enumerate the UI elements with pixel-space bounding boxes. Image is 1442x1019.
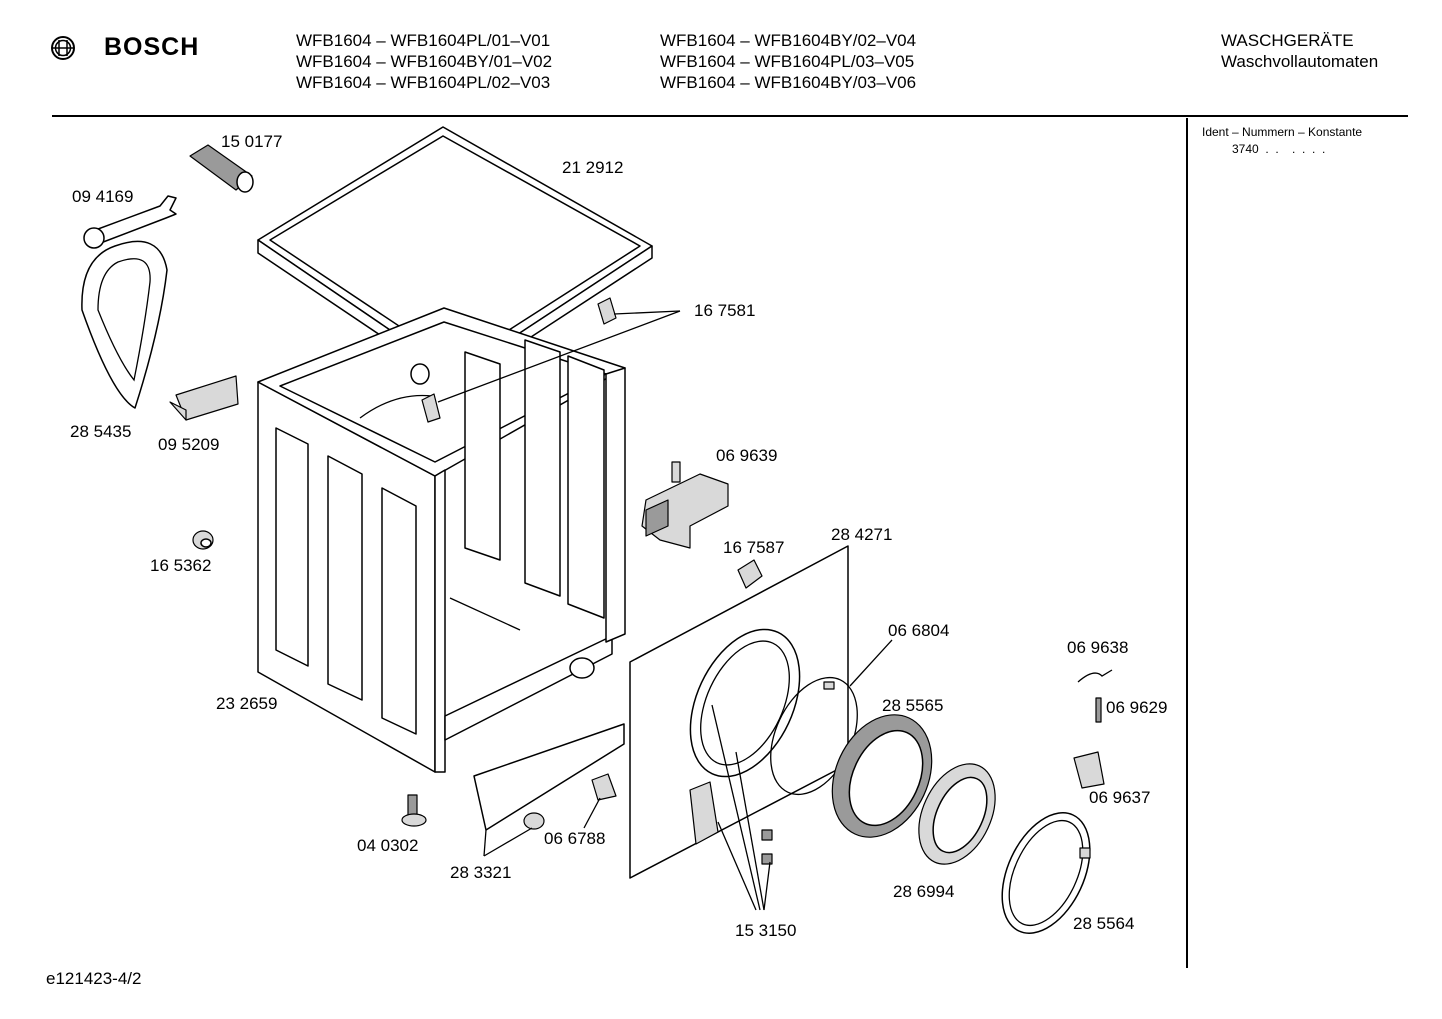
model-line: WFB1604 – WFB1604BY/02–V04: [660, 31, 917, 50]
part-label: 06 9637: [1089, 788, 1151, 807]
drain-pump-part: [523, 773, 617, 830]
leader-line: [735, 751, 765, 911]
part-label: 06 6788: [544, 829, 606, 848]
bosch-logo: [48, 33, 78, 68]
part-label: 28 5435: [70, 422, 132, 441]
front-panel-part: [629, 545, 849, 879]
category-title: WASCHGERÄTE: [1221, 31, 1354, 50]
model-line: WFB1604 – WFB1604PL/01–V01: [296, 31, 551, 50]
category-subtitle: Waschvollautomaten: [1221, 52, 1379, 71]
locking-clip-part: [410, 297, 617, 423]
leader-line: [717, 821, 757, 911]
leader-line: [437, 310, 681, 403]
part-label: 28 6994: [893, 882, 955, 901]
leader-line: [613, 310, 681, 315]
part-label: 04 0302: [357, 836, 419, 855]
model-line: WFB1604 – WFB1604BY/03–V06: [660, 73, 917, 92]
bosch-armature-icon: [51, 36, 75, 60]
part-label: 06 9639: [716, 446, 778, 465]
part-label: 06 6804: [888, 621, 950, 640]
door-lock-part: [641, 461, 729, 549]
part-label: 06 9638: [1067, 638, 1129, 657]
leader-line: [483, 829, 487, 857]
brand-name: BOSCH: [104, 33, 200, 61]
hose-connector-part: [189, 144, 254, 193]
part-label: 06 9629: [1106, 698, 1168, 717]
part-label: 16 7581: [694, 301, 756, 320]
outer-door-ring-part: [1001, 812, 1091, 934]
leader-line: [483, 827, 533, 857]
model-line: WFB1604 – WFB1604BY/01–V02: [296, 52, 553, 71]
part-label: 21 2912: [562, 158, 624, 177]
door-ring-part: [831, 714, 933, 838]
part-label: 15 0177: [221, 132, 283, 151]
front-clip-part: [737, 559, 763, 589]
part-label: 28 3321: [450, 863, 512, 882]
model-list-right: WFB1604 – WFB1604BY/02–V04 WFB1604 – WFB…: [660, 30, 916, 93]
part-label: 28 4271: [831, 525, 893, 544]
leader-line: [711, 704, 761, 911]
drain-holder-part: [81, 240, 168, 409]
spring-part: [1077, 669, 1113, 683]
part-label: 16 5362: [150, 556, 212, 575]
leader-line: [583, 797, 601, 829]
part-label: 15 3150: [735, 921, 797, 940]
part-label: 28 5565: [882, 696, 944, 715]
leader-line: [849, 639, 893, 687]
model-list-left: WFB1604 – WFB1604PL/01–V01 WFB1604 – WFB…: [296, 30, 552, 93]
adjustable-foot-part: [401, 794, 427, 827]
leader-line: [763, 861, 771, 911]
part-label: 16 7587: [723, 538, 785, 557]
ident-title: Ident – Nummern – Konstante: [1202, 125, 1363, 139]
cabinet-part: [257, 307, 626, 773]
pin-part: [1095, 697, 1102, 723]
model-line: WFB1604 – WFB1604PL/02–V03: [296, 73, 551, 92]
part-label: 23 2659: [216, 694, 278, 713]
plinth-part: [473, 723, 625, 831]
part-label: 28 5564: [1073, 914, 1135, 933]
part-label: 09 4169: [72, 187, 134, 206]
document-id: e121423-4/2: [46, 969, 142, 988]
door-handle-part: [1073, 751, 1105, 789]
ident-value: 3740 . . . . . .: [1232, 142, 1326, 156]
door-glass-part: [918, 763, 996, 865]
model-line: WFB1604 – WFB1604PL/03–V05: [660, 52, 915, 71]
wrench-part: [83, 195, 177, 249]
hose-clip-part: [169, 375, 239, 421]
bushing-part: [192, 530, 214, 550]
category-block: WASCHGERÄTE Waschvollautomaten: [1221, 30, 1378, 72]
part-label: 09 5209: [158, 435, 220, 454]
